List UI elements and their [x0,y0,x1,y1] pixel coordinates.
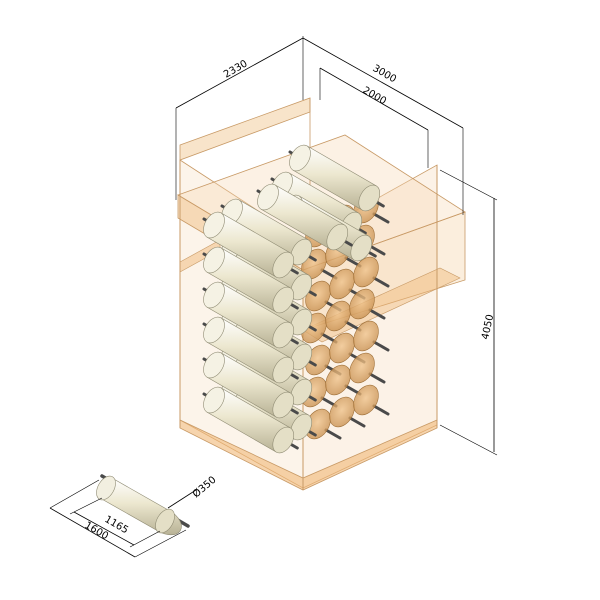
roller-shaft [324,428,342,440]
roller-shaft [368,244,386,256]
roller-shaft [372,340,390,352]
roller-end [290,343,313,371]
roller-end [203,316,225,344]
dim-height-ext-top [439,169,498,201]
roller-end-cap [329,332,355,364]
dim-inner-width-label: 2000 [361,85,389,107]
roller-end-cap [353,384,379,416]
roller-shaft [368,308,386,320]
roller-end [272,321,295,349]
dim-inner-width-line [319,67,429,131]
roller-end [203,211,225,239]
roller-end [350,234,373,262]
dim-depth-line [175,37,304,109]
roller-end [203,386,225,414]
roller-end [203,281,225,309]
roller-end [290,378,313,406]
rack-rollers [202,144,390,454]
roller-detail-end [155,508,175,534]
roller-end [203,351,225,379]
roller-end [290,238,313,266]
dim-height-label: 4050 [480,313,496,340]
roller-end-cap [353,256,379,288]
dim-roller-body-ext-a [69,497,103,515]
roller-end [272,426,295,454]
roller-end-cap [329,268,355,300]
dim-roller-length-line [49,507,136,558]
dim-width-line [302,37,464,129]
roller-end [290,273,313,301]
roller-end [290,308,313,336]
dim-height-ext-bottom [439,424,498,456]
roller-end [272,356,295,384]
roller-end [290,413,313,441]
roller-end [326,223,349,251]
roller-end-cap [329,396,355,428]
dim-width-label: 3000 [371,63,399,85]
dim-roller-diameter-label: Ø350 [190,474,218,501]
roller-end-cap [353,320,379,352]
roller-end [272,286,295,314]
roller-shaft [372,212,390,224]
roller-end-cap [325,300,351,332]
roller-end [203,246,225,274]
roller-end [272,251,295,279]
dimension-annotations: 2330 3000 2000 4050 [175,36,498,456]
roller-detail: 1600 1165 Ø350 [49,474,219,558]
roller-end-cap [349,352,375,384]
dim-roller-length-ext-a [49,479,100,509]
roller-end [257,183,279,211]
roller-shaft [368,372,386,384]
dim-depth-label: 2330 [222,58,250,80]
roller-end [272,391,295,419]
roller-end-cap [349,288,375,320]
roller-end [358,184,381,212]
roller-shaft [372,276,390,288]
roller-shaft [372,404,390,416]
dim-roller-body-ext-b [129,530,161,548]
roller-end-cap [325,364,351,396]
dim-roller-length-ext-b [134,529,187,558]
roller-end [289,144,311,172]
dim-roller-body-line [73,511,135,546]
roller-shaft [348,416,366,428]
dim-roller-diameter-leader [167,489,197,509]
